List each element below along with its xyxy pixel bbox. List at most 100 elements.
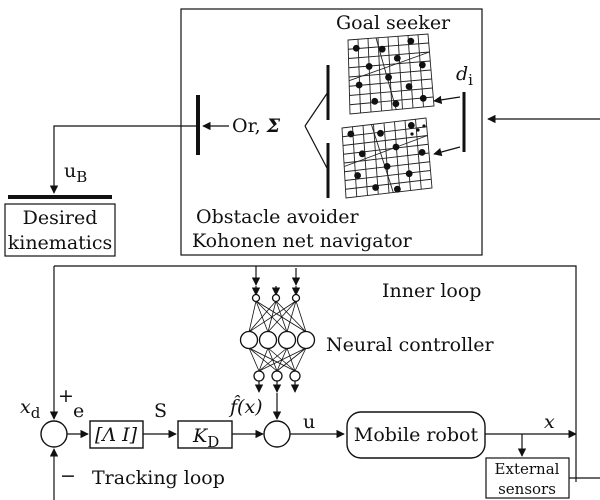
s-label: S: [154, 400, 167, 422]
goal-seeker-grid-weight-node: [393, 54, 401, 62]
obstacle-avoider-grid: [341, 117, 433, 199]
obstacle-avoider-label: Obstacle avoider: [196, 206, 359, 228]
tracking-loop-label: Tracking loop: [92, 467, 225, 489]
f-hat-label: f̂(x): [228, 395, 263, 418]
mobile-robot-label: Mobile robot: [354, 424, 479, 446]
nn-connection: [275, 300, 307, 333]
desired-kinematics-line2: kinematics: [8, 232, 113, 254]
nn-connection: [248, 300, 277, 333]
desired-kinematics-box: [4, 203, 116, 257]
nn-connection: [248, 300, 297, 333]
nn-input-node: [251, 293, 261, 303]
goal-seeker-grid-gridline: [397, 36, 403, 110]
arrow-di-to-upper-grid: [433, 95, 461, 105]
obstacle-avoider-grid-weight-node: [405, 170, 413, 178]
ub-signal-line: [49, 125, 197, 194]
nn-connection: [276, 347, 307, 372]
obstacle-avoider-grid-trend-line: [344, 135, 428, 167]
obstacle-avoider-grid-weight-node: [358, 150, 366, 158]
neural-controller-label: Neural controller: [326, 334, 495, 356]
goal-seeker-grid: [347, 33, 435, 115]
kohonen-navigator-box: [180, 8, 483, 256]
obstacle-avoider-grid-gridline: [415, 119, 422, 190]
external-sensors-line1: External: [495, 460, 560, 478]
goal-seeker-grid-weight-node: [407, 37, 415, 45]
obstacle-avoider-grid-weight-node: [354, 172, 362, 179]
kohonen-navigator-label: Kohonen net navigator: [192, 230, 413, 252]
nn-hidden-node: [239, 330, 259, 350]
error-label: e: [73, 400, 84, 422]
nn-hidden-node: [296, 330, 316, 350]
obstacle-avoider-grid-weight-node: [418, 149, 426, 156]
goal-seeker-grid-gridline: [349, 96, 434, 106]
goal-seeker-grid-weight-node: [418, 61, 426, 69]
obstacle-avoider-grid-gridline: [404, 120, 411, 191]
kd-gain-label: KD: [192, 425, 219, 451]
goal-seeker-grid-gridline: [349, 78, 432, 87]
obstacle-avoider-grid-weight-node: [392, 143, 400, 151]
ub-label: uB: [64, 160, 87, 186]
goal-seeker-grid-weight-node: [371, 97, 379, 105]
or-sigma-label: Or, Σ: [232, 115, 281, 137]
x-output-label: x: [544, 411, 555, 433]
obstacle-avoider-grid-weight-node: [393, 185, 401, 193]
obstacle-avoider-grid-weight-node: [347, 130, 355, 138]
nn-connection: [248, 347, 278, 372]
nn-connection: [255, 300, 307, 333]
nn-output-node: [253, 370, 265, 382]
desired-kinematics-line1: Desired: [23, 207, 98, 229]
goal-seeker-grid-weight-node: [378, 45, 386, 53]
arrow-di-to-lower-grid: [433, 146, 461, 157]
nn-connection: [248, 300, 257, 333]
link-to-goal-bar: [304, 91, 329, 127]
neural-controller-network: [239, 286, 316, 393]
goal-seeker-grid-weight-node: [419, 94, 427, 102]
nn-connection: [258, 347, 307, 372]
obstacle-avoider-grid-weight-node: [372, 184, 380, 191]
goal-seeker-grid-weight-node: [365, 63, 373, 70]
obstacle-avoider-grid-trend-line: [370, 124, 394, 193]
goal-seeker-grid-gridline: [417, 34, 424, 108]
goal-seeker-label: Goal seeker: [336, 12, 451, 34]
nn-output-node: [271, 370, 283, 382]
nn-input-node: [291, 293, 301, 303]
inner-loop-label: Inner loop: [382, 280, 481, 302]
inner-loop-frame: [54, 265, 577, 482]
obstacle-avoider-grid-border: [341, 117, 433, 199]
nn-connection: [267, 300, 297, 333]
obstacle-avoider-grid-gridline: [345, 178, 432, 190]
control-summing-junction: [263, 420, 291, 448]
nn-hidden-node: [277, 330, 297, 350]
link-to-obstacle-bar: [304, 125, 329, 171]
obstacle-avoider-grid-weight-node: [377, 129, 384, 137]
nn-hidden-node: [258, 330, 278, 350]
nn-connection: [286, 300, 297, 333]
goal-seeker-grid-weight-node: [392, 100, 400, 108]
nn-connection: [255, 300, 288, 333]
goal-seeker-grid-trend-line: [348, 51, 430, 82]
ellipsis-dot: [422, 124, 426, 128]
nn-connection: [248, 347, 260, 372]
goal-seeker-grid-gridline: [407, 35, 414, 109]
ellipsis-dot: [416, 128, 420, 132]
nn-input-node: [271, 293, 281, 303]
minus-sign: −: [60, 465, 76, 487]
u-label: u: [303, 411, 315, 433]
goal-seeker-grid-weight-node: [405, 83, 413, 90]
lambda-filter-label: [Λ I]: [95, 424, 138, 446]
goal-seeker-grid-border: [347, 33, 435, 115]
nn-output-node: [289, 370, 301, 382]
obstacle-avoider-grid-gridline: [394, 121, 401, 192]
nn-connection: [248, 347, 296, 372]
goal-seeker-grid-weight-node: [385, 73, 392, 81]
obstacle-avoider-grid-weight-node: [383, 163, 391, 170]
error-summing-junction: [40, 420, 68, 448]
goal-seeker-grid-weight-node: [352, 44, 360, 52]
nn-connection: [294, 347, 307, 372]
nn-connection: [258, 347, 288, 372]
nn-connection: [258, 347, 269, 372]
external-sensors-line2: sensors: [498, 480, 556, 498]
nn-connection: [295, 300, 307, 333]
plus-sign: +: [58, 385, 74, 407]
